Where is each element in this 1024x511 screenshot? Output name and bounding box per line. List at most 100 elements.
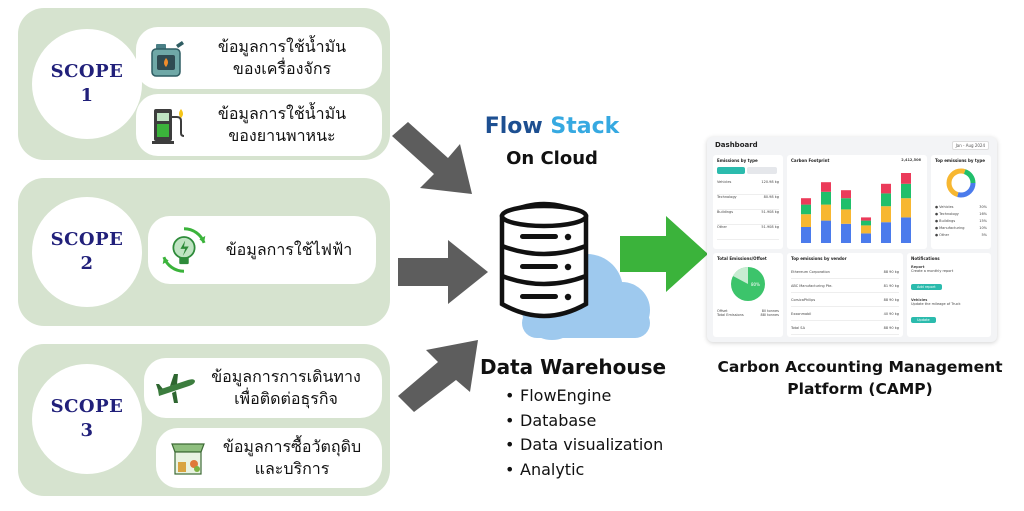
vendor-value: 88 90 kg — [883, 325, 899, 330]
emission-value: 51.908 kg — [761, 210, 779, 214]
footprint-bar-segment — [841, 223, 851, 243]
scope-3-badge: SCOPE 3 — [32, 364, 142, 474]
scope-3-item-business-travel: ข้อมูลการการเดินทาง เพื่อติดต่อธุรกิจ — [144, 358, 382, 418]
scope-1-item-1-text: ข้อมูลการใช้น้ำมัน ของเครื่องจักร — [217, 37, 347, 78]
scope-2-number: 2 — [80, 253, 94, 274]
footprint-bar-segment — [861, 220, 871, 226]
vendor-row: ABC Manufacturing Pte.81 90 kg — [791, 279, 899, 293]
scope-3-item-2-text: ข้อมูลการซื้อวัตถุดิบ และบริการ — [222, 437, 362, 478]
type-legend-pct: 30% — [979, 205, 987, 209]
emission-value: 51.908 kg — [761, 225, 779, 229]
type-legend-name: ● Manufacturing — [935, 226, 965, 230]
footprint-bar-segment — [881, 206, 891, 223]
offset-legend-value: 88l tonnes — [760, 313, 779, 317]
feature-item: Analytic — [505, 458, 663, 483]
camp-title-line-2: Platform (CAMP) — [787, 380, 933, 399]
airplane-icon — [156, 374, 195, 403]
footprint-bar-segment — [821, 182, 831, 192]
footprint-bar-chart — [801, 173, 911, 243]
footprint-bar-segment — [801, 198, 811, 205]
type-legend-pct: 10% — [979, 226, 987, 230]
emission-name: Technology — [717, 195, 737, 199]
offset-legend-label: Offset — [717, 309, 728, 313]
scope-2-label: SCOPE — [50, 228, 124, 250]
notification-desc: Create a monthly report — [911, 269, 954, 273]
card-title: Emissions by type — [717, 158, 758, 163]
footprint-bar-segment — [821, 191, 831, 205]
data-warehouse-title: Data Warehouse — [480, 355, 667, 379]
scope-3-number: 3 — [80, 420, 94, 441]
carbon-footprint-card: Carbon Footprint 2,412,506 — [787, 155, 927, 249]
scope-2-item-1-text: ข้อมูลการใช้ไฟฟ้า — [225, 240, 353, 260]
fuel-pump-icon — [152, 109, 185, 144]
arrow-scope1-to-warehouse — [392, 122, 472, 194]
eco-bulb-icon — [162, 227, 206, 273]
scope-1-item-2-text: ข้อมูลการใช้น้ำมัน ของยานพาหนะ — [217, 104, 347, 145]
footprint-bar-segment — [881, 193, 891, 207]
scope-3-label: SCOPE — [50, 395, 124, 417]
footprint-bar-segment — [861, 217, 871, 221]
database-icon — [499, 201, 589, 319]
vendor-name: CorsicaPhilips — [791, 297, 816, 302]
database-cloud-icon — [499, 201, 650, 340]
type-donut-chart — [946, 168, 976, 198]
card-title: Total Emissions/Offset — [717, 256, 767, 261]
scope-1-number: 1 — [80, 85, 94, 106]
dashboard-date-range: Jan - Aug 2024 — [951, 141, 989, 150]
vendor-name: Total SA — [791, 325, 805, 330]
emission-name: Other — [717, 225, 727, 229]
emission-value: 80.98 kg — [763, 195, 779, 199]
market-stall-icon — [171, 443, 205, 475]
footprint-value: 2,412,506 — [901, 158, 921, 162]
feature-item: Database — [505, 409, 663, 434]
top-emissions-by-vendor-card: Top emissions by vendor Ethereum Corpora… — [787, 253, 903, 337]
footprint-bar-segment — [801, 227, 811, 243]
notification-title: Vehicles — [911, 298, 928, 302]
vendor-value: 88 90 kg — [883, 269, 899, 274]
scope-3-item-1-text: ข้อมูลการการเดินทาง เพื่อติดต่อธุรกิจ — [211, 367, 361, 408]
offset-legend-value: 8ll tonnes — [761, 309, 779, 313]
type-legend-name: ● Buildings — [935, 219, 956, 223]
scope-2-panel: SCOPE 2 ข้อมูลการใช้ไฟฟ้า — [18, 178, 390, 326]
scope-1-badge: SCOPE 1 — [32, 29, 142, 139]
scope-3-panel: SCOPE 3 ข้อมูลการการเดินทาง เพื่อติดต่อธ… — [18, 344, 390, 496]
card-title: Carbon Footprint — [791, 158, 830, 163]
footprint-bar-segment — [821, 204, 831, 221]
emission-value: 120.98 kg — [761, 180, 779, 184]
type-legend-pct: 16% — [979, 212, 987, 216]
type-legend-name: ● Vehicles — [935, 205, 954, 209]
dashboard-title: Dashboard — [715, 141, 758, 149]
arrow-warehouse-to-camp — [620, 216, 708, 292]
offset-pct: 80% — [751, 282, 760, 287]
camp-dashboard-screenshot: Dashboard Jan - Aug 2024 Emissions by ty… — [707, 137, 997, 342]
vendor-value: 81 90 kg — [883, 283, 899, 288]
scope-2-badge: SCOPE 2 — [32, 197, 142, 307]
footprint-bar-segment — [881, 222, 891, 243]
offset-pie-chart: 80% — [731, 267, 765, 301]
offset-legend-label: Total Emissions — [717, 313, 744, 317]
notification-desc: Update the mileage of Truck — [911, 302, 961, 306]
type-legend-item: ● Manufacturing 10% — [935, 226, 987, 233]
camp-title-line-1: Carbon Accounting Management — [717, 358, 1003, 376]
footprint-bar-segment — [801, 214, 811, 227]
vendor-value: 40 90 kg — [883, 311, 899, 316]
arrow-scope2-to-warehouse — [398, 240, 488, 304]
footprint-bar-segment — [841, 209, 851, 224]
footprint-bar-segment — [841, 190, 851, 199]
footprint-bar-segment — [901, 198, 911, 218]
footprint-bar-segment — [841, 198, 851, 210]
data-warehouse-features: FlowEngine Database Data visualization A… — [505, 384, 663, 482]
notification-action: Update — [911, 317, 936, 323]
scope-2-item-electricity: ข้อมูลการใช้ไฟฟ้า — [148, 216, 376, 284]
footprint-bar-segment — [801, 204, 811, 215]
